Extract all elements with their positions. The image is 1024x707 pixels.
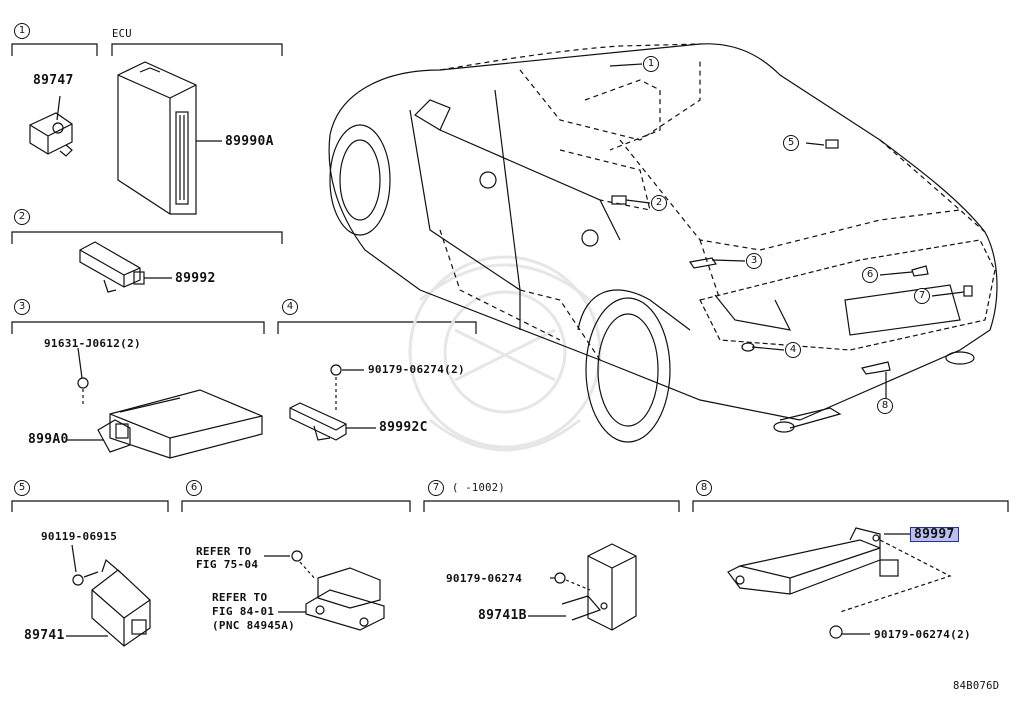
ref-fig75-line2[interactable]: FIG 75-04 <box>196 558 259 571</box>
section-1-ecu-label: ECU <box>112 28 132 40</box>
ref-fig84-line2[interactable]: FIG 84-01 <box>212 605 275 618</box>
part-89747-label[interactable]: 89747 <box>33 73 74 88</box>
car-callout-3[interactable]: 3 <box>746 253 762 269</box>
part-89741-label[interactable]: 89741 <box>24 628 65 643</box>
car-callout-4[interactable]: 4 <box>785 342 801 358</box>
part-90179-sec4-label[interactable]: 90179-06274(2) <box>368 363 465 376</box>
part-89992C-label[interactable]: 89992C <box>379 420 428 435</box>
figure-code: 84B076D <box>953 680 1000 692</box>
part-89997-label-highlighted[interactable]: 89997 <box>910 527 959 542</box>
section-6-badge: 6 <box>186 480 202 496</box>
car-callout-2[interactable]: 2 <box>651 195 667 211</box>
section-rule-2 <box>11 231 283 244</box>
ref-fig84-line3[interactable]: (PNC 84945A) <box>212 619 296 632</box>
ref-fig84-line1[interactable]: REFER TO <box>212 591 268 604</box>
section-2-badge: 2 <box>14 209 30 225</box>
part-899A0-label[interactable]: 899A0 <box>28 432 69 447</box>
part-89741-drawing <box>66 544 151 647</box>
section-rule-3 <box>11 321 265 334</box>
section-rule-7 <box>423 500 680 512</box>
part-section6-drawing <box>264 550 385 631</box>
section-8-badge: 8 <box>696 480 712 496</box>
car-callout-6[interactable]: 6 <box>862 267 878 283</box>
section-rule-4 <box>277 321 477 334</box>
part-90179-sec7-label[interactable]: 90179-06274 <box>446 572 523 585</box>
section-5-badge: 5 <box>14 480 30 496</box>
section-1-badge: 1 <box>14 23 30 39</box>
part-899A0-drawing <box>66 347 263 459</box>
part-89992-label[interactable]: 89992 <box>175 271 216 286</box>
section-7-badge: 7 <box>428 480 444 496</box>
part-89992C-drawing <box>289 364 376 441</box>
part-89747-drawing <box>29 95 73 157</box>
part-89741B-label[interactable]: 89741B <box>478 608 527 623</box>
section-3-badge: 3 <box>14 299 30 315</box>
car-callout-1[interactable]: 1 <box>643 56 659 72</box>
section-rule-6 <box>181 500 411 512</box>
part-91631-label[interactable]: 91631-J0612(2) <box>44 337 141 350</box>
car-callout-5[interactable]: 5 <box>783 135 799 151</box>
part-89990A-label[interactable]: 89990A <box>225 134 274 149</box>
car-callout-8[interactable]: 8 <box>877 398 893 414</box>
section-7-note: ( -1002) <box>452 482 505 494</box>
part-90179-sec8-label[interactable]: 90179-06274(2) <box>874 628 971 641</box>
section-4-badge: 4 <box>282 299 298 315</box>
car-callout-7[interactable]: 7 <box>914 288 930 304</box>
watermark-emblem <box>408 255 602 452</box>
ref-fig75-line1[interactable]: REFER TO <box>196 545 252 558</box>
part-89990A-drawing <box>117 61 222 215</box>
vehicle-drawing <box>328 43 998 452</box>
section-rule-1 <box>11 43 283 56</box>
part-89992-drawing <box>79 241 172 293</box>
section-rule-8 <box>692 500 1009 512</box>
section-rule-5 <box>11 500 169 512</box>
part-90119-label[interactable]: 90119-06915 <box>41 530 118 543</box>
part-89997-drawing <box>727 527 952 639</box>
part-section7-drawing <box>528 543 637 631</box>
